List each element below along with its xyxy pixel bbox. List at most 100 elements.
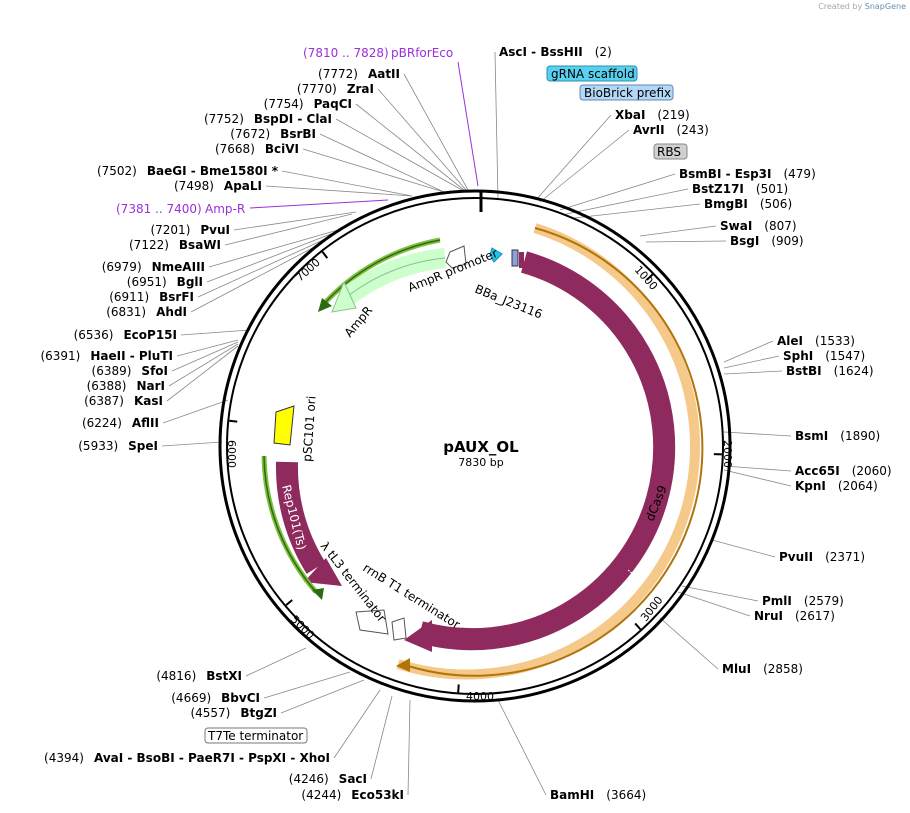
ring-tick xyxy=(229,419,238,423)
site-name: Eco53kI xyxy=(351,788,404,802)
site-name: Acc65I xyxy=(795,464,840,478)
site-leader-line xyxy=(208,229,339,268)
site-position: (2060) xyxy=(852,464,892,478)
site-name: PaqCI xyxy=(314,97,352,111)
site-leader-line xyxy=(370,695,393,780)
ring-tick xyxy=(321,251,329,259)
credit-brand: SnapGene xyxy=(864,2,906,11)
site-leader-line xyxy=(263,671,351,699)
site-name: BglI xyxy=(177,275,203,289)
site-leader-line xyxy=(265,185,413,197)
site-leader-line xyxy=(281,170,413,197)
dcas9-highlight-arc xyxy=(396,223,701,680)
ring-tick-label: 4000 xyxy=(466,690,494,703)
bba-feature xyxy=(489,247,503,263)
restriction-site-left-18: KasI(6387) xyxy=(84,394,163,408)
site-leader-line xyxy=(161,441,223,447)
site-position: (501) xyxy=(756,182,788,196)
ring-ticks xyxy=(229,251,722,693)
rep101-outline-arrow xyxy=(312,588,324,600)
dcas9-arrowhead xyxy=(404,620,432,652)
dcas9-junction xyxy=(627,569,639,579)
restriction-site-left-20: SpeI(5933) xyxy=(78,439,158,453)
restriction-site-right-6: SwaI(807) xyxy=(720,219,797,233)
site-position: (4669) xyxy=(171,691,211,705)
site-name: NarI xyxy=(136,379,165,393)
site-position: (506) xyxy=(760,197,792,211)
restriction-site-right-7: BsgI(909) xyxy=(730,234,804,248)
rep101-outline-line xyxy=(263,455,317,593)
t7te-terminator-box: T7Te terminator xyxy=(204,727,308,744)
site-name: SacI xyxy=(339,772,367,786)
restriction-site-right-4: BstZ17I(501) xyxy=(692,182,788,196)
grna-scaffold-box: gRNA scaffold xyxy=(546,65,638,82)
rbs-label: RBS xyxy=(657,145,681,159)
restriction-site-left-7: ApaLI(7498) xyxy=(174,179,262,193)
site-name: BsrFI xyxy=(159,290,194,304)
site-position: (2617) xyxy=(795,609,835,623)
rep101-feature xyxy=(275,461,326,574)
site-name: BciVI xyxy=(265,142,299,156)
ring-tick-label: 6000 xyxy=(225,440,238,468)
site-position: (6536) xyxy=(74,328,114,342)
site-leader-line xyxy=(377,88,467,191)
site-position: (6831) xyxy=(106,305,146,319)
ampr-promoter-feature xyxy=(445,245,467,269)
credit-prefix: Created by xyxy=(818,2,863,11)
restriction-site-left-10: NmeAIII (6979) xyxy=(102,260,205,274)
ampr-feature-edge xyxy=(347,257,446,297)
restriction-site-right-2: AvrII(243) xyxy=(633,123,709,137)
restriction-site-right-18: BamHI(3664) xyxy=(550,788,646,802)
site-name: NmeAIII xyxy=(152,260,205,274)
site-leader-line xyxy=(723,340,774,363)
site-leader-line xyxy=(573,203,701,219)
site-name: XbaI xyxy=(615,108,645,122)
site-name: PvuII xyxy=(779,550,813,564)
site-name: BsgI xyxy=(730,234,759,248)
t7te-terminator-label: T7Te terminator xyxy=(207,729,303,743)
site-position: (1890) xyxy=(840,429,880,443)
site-position: (7502) xyxy=(97,164,137,178)
restriction-sites: AscI - BssHII(2)XbaI(219)AvrII(243)BsmBI… xyxy=(40,45,891,802)
site-position: (4246) xyxy=(289,772,329,786)
site-name: AflII xyxy=(132,416,159,430)
restriction-site-left-25: SacI (4246) xyxy=(289,772,367,786)
ampr-outline-line xyxy=(321,239,441,307)
site-name: ApaLI xyxy=(224,179,262,193)
site-leader-line xyxy=(677,591,751,617)
site-position: (6979) xyxy=(102,260,142,274)
restriction-site-right-14: PvuII(2371) xyxy=(779,550,865,564)
site-leader-line xyxy=(171,341,239,372)
site-leader-line xyxy=(355,103,465,191)
site-name: AhdI xyxy=(156,305,187,319)
pbrforeco-primer: (7810 .. 7828) pBRforEco xyxy=(303,46,479,187)
restriction-site-left-0: AatII(7772) xyxy=(318,67,400,81)
site-position: (7752) xyxy=(204,112,244,126)
site-name: BspDI - ClaI xyxy=(254,112,332,126)
restriction-site-left-11: BglI(6951) xyxy=(127,275,203,289)
bba-label: BBa_J23116 xyxy=(473,282,545,322)
rrnb-terminator-feature xyxy=(391,617,407,641)
site-position: (479) xyxy=(783,167,815,181)
grna-scaffold-label: gRNA scaffold xyxy=(551,67,635,81)
site-name: AvaI - BsoBI - PaeR7I - PspXI - XhoI xyxy=(94,751,330,765)
site-leader-line xyxy=(224,213,353,246)
site-name: NruI xyxy=(754,609,783,623)
biobrick-box xyxy=(511,249,519,267)
site-leader-line xyxy=(723,431,792,437)
site-position: (2) xyxy=(595,45,612,59)
restriction-site-right-9: SphI(1547) xyxy=(783,349,865,363)
ring-tick-label: 2000 xyxy=(721,440,734,468)
ampr-outline-arrow xyxy=(318,298,332,312)
site-name: SfoI xyxy=(141,364,168,378)
biobrick-prefix-label: BioBrick prefix xyxy=(584,86,671,100)
restriction-site-left-24: AvaI - BsoBI - PaeR7I - PspXI - XhoI(439… xyxy=(44,751,330,765)
site-leader-line xyxy=(535,114,612,201)
restriction-site-left-16: SfoI(6389) xyxy=(92,364,168,378)
ampr-arrowhead xyxy=(331,280,357,313)
site-leader-line xyxy=(206,231,337,283)
pbrforeco-name: pBRforEco xyxy=(391,46,453,60)
restriction-site-left-6: BaeGI - Bme1580I *(7502) xyxy=(97,164,279,178)
site-position: (6391) xyxy=(40,349,80,363)
restriction-site-left-26: Eco53kI(4244) xyxy=(301,788,404,802)
